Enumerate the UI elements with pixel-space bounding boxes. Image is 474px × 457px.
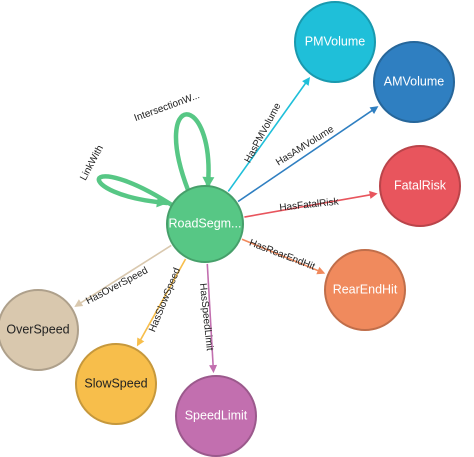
edge-line <box>237 108 374 203</box>
node-label: AMVolume <box>384 74 444 88</box>
edge-line <box>206 263 214 368</box>
edge-line <box>139 258 187 342</box>
node-circle <box>324 249 406 331</box>
edge-speedlimit[interactable]: HasSpeedLimit <box>197 263 218 374</box>
node-circle <box>0 289 79 371</box>
edge-label: HasPMVolume <box>243 101 284 165</box>
self-loop-path <box>173 112 211 193</box>
node-circle <box>175 375 257 457</box>
edge-am[interactable]: HasAMVolume <box>237 106 379 203</box>
edge-line <box>78 244 172 305</box>
edge-fatal[interactable]: HasFatalRisk <box>244 190 378 218</box>
node-pm[interactable]: PMVolume <box>294 1 376 83</box>
arrowhead-icon <box>202 176 215 188</box>
edge-label: HasAMVolume <box>274 124 336 169</box>
edge-over[interactable]: HasOverSpeed <box>74 244 172 307</box>
node-over[interactable]: OverSpeed <box>0 289 79 371</box>
edge-label: HasSlowSpeed <box>147 266 183 334</box>
node-circle <box>75 343 157 425</box>
self-loop-path <box>96 174 178 210</box>
arrowhead-icon <box>209 364 218 374</box>
node-label: PMVolume <box>305 34 365 48</box>
edge-label: HasSpeedLimit <box>197 283 215 352</box>
node-label: FatalRisk <box>394 178 447 192</box>
node-road-segment[interactable]: RoadSegm... <box>166 185 244 263</box>
arrowhead-icon <box>74 299 84 307</box>
edge-pm[interactable]: HasPMVolume <box>227 76 311 192</box>
arrowhead-icon <box>369 106 379 114</box>
arrowhead-icon <box>316 266 326 275</box>
edge-label: HasOverSpeed <box>84 265 150 307</box>
arrowhead-icon <box>302 76 311 86</box>
node-label: OverSpeed <box>6 322 69 336</box>
node-speedlimit[interactable]: SpeedLimit <box>175 375 257 457</box>
self-loop-label: IntersectionW... <box>133 90 202 124</box>
edge-line <box>227 81 308 192</box>
arrowhead-icon <box>369 190 378 199</box>
nodes-layer: RoadSegm... PMVolumeAMVolumeFatalRiskRear… <box>0 1 461 457</box>
edge-line <box>244 193 372 218</box>
node-rear[interactable]: RearEndHit <box>324 249 406 331</box>
self-loop-intersection[interactable]: IntersectionW... <box>133 90 215 193</box>
node-fatal[interactable]: FatalRisk <box>379 145 461 227</box>
edge-label: HasRearEndHit <box>248 238 317 273</box>
arrowhead-icon <box>156 195 168 208</box>
node-label: RoadSegm... <box>169 216 242 230</box>
node-am[interactable]: AMVolume <box>373 41 455 123</box>
edge-label: HasFatalRisk <box>279 196 340 213</box>
edge-rear[interactable]: HasRearEndHit <box>241 238 326 275</box>
node-label: SlowSpeed <box>84 376 147 390</box>
arrowhead-icon <box>136 337 145 347</box>
node-circle <box>379 145 461 227</box>
self-loop-linkwith[interactable]: LinkWith <box>78 144 178 210</box>
node-circle <box>294 1 376 83</box>
node-label: SpeedLimit <box>185 408 248 422</box>
edge-line <box>241 238 321 273</box>
node-slow[interactable]: SlowSpeed <box>75 343 157 425</box>
node-circle <box>373 41 455 123</box>
node-label: RearEndHit <box>333 282 398 296</box>
node-circle <box>166 185 244 263</box>
